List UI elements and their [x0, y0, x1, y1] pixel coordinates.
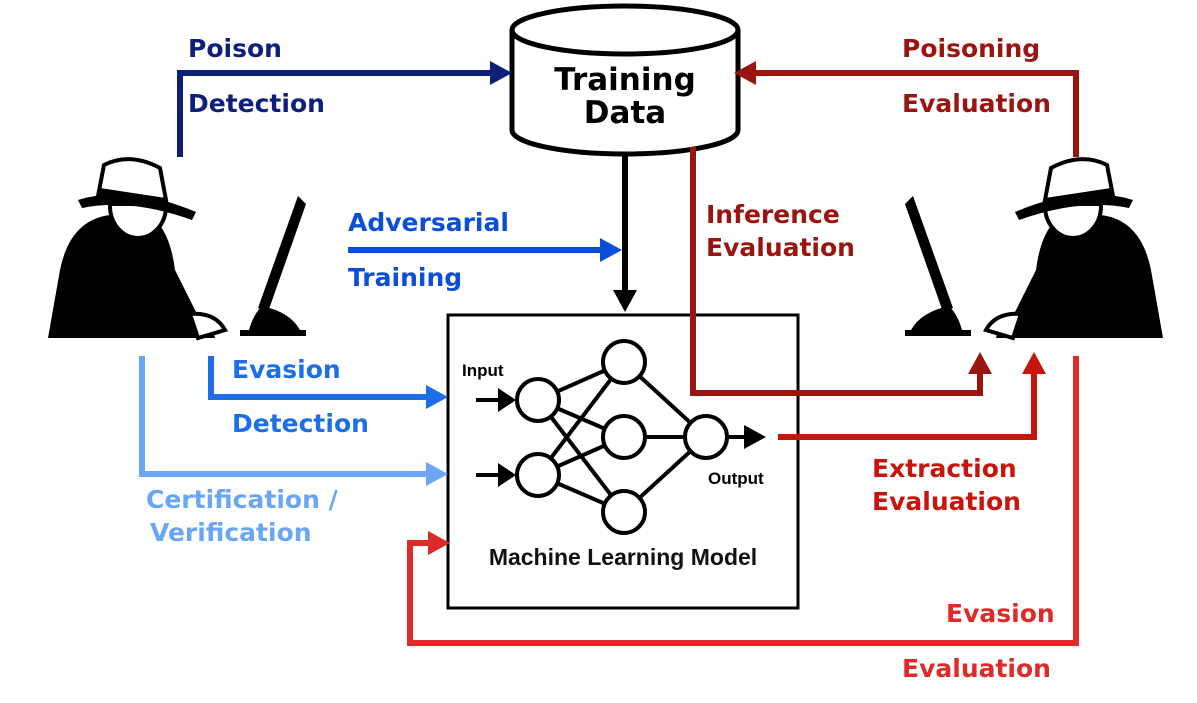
- defender-spy-icon: [48, 157, 228, 341]
- evasion-evaluation-arrow: [407, 356, 1079, 646]
- evasion-eval-label-2: Evaluation: [902, 654, 1051, 683]
- evasion-detection-label-1: Evasion: [232, 355, 341, 384]
- defender-monitor-icon: [240, 196, 306, 336]
- poisoning-evaluation-arrow: [734, 61, 1079, 157]
- evasion-eval-label-1: Evasion: [946, 599, 1055, 628]
- poison-detection-arrow: [177, 61, 512, 157]
- extraction-evaluation-arrow: [778, 352, 1046, 440]
- neural-network-icon: [476, 339, 766, 535]
- data-to-model-arrow: [613, 155, 637, 312]
- poison-label-2: Detection: [188, 89, 325, 118]
- adversarial-training-arrow: [348, 238, 622, 262]
- inference-eval-label-1: Inference: [706, 200, 840, 229]
- poisoning-eval-label-2: Evaluation: [902, 89, 1051, 118]
- database-title: Training Data: [554, 62, 696, 131]
- poisoning-eval-label-1: Poisoning: [902, 34, 1041, 63]
- model-output-label: Output: [708, 469, 764, 488]
- model-title: Machine Learning Model: [488, 544, 758, 570]
- adversarial-label-1: Adversarial: [348, 208, 509, 237]
- poison-label-1: Poison: [188, 34, 282, 63]
- attacker-monitor-icon: [905, 196, 971, 336]
- evasion-detection-label-2: Detection: [232, 409, 369, 438]
- extraction-eval-label-2: Evaluation: [872, 487, 1021, 516]
- certification-arrow: [139, 356, 448, 486]
- inference-eval-label-2: Evaluation: [706, 233, 855, 262]
- inference-evaluation-arrow: [690, 147, 992, 396]
- model-input-label: Input: [462, 361, 504, 380]
- adversarial-label-2: Training: [348, 263, 463, 292]
- certification-label-2: Verification: [150, 518, 312, 547]
- extraction-eval-label-1: Extraction: [872, 454, 1017, 483]
- evasion-detection-arrow: [208, 356, 448, 409]
- certification-label-1: Certification /: [146, 485, 338, 514]
- database-icon: [509, 3, 741, 157]
- attacker-spy-icon: [983, 157, 1163, 341]
